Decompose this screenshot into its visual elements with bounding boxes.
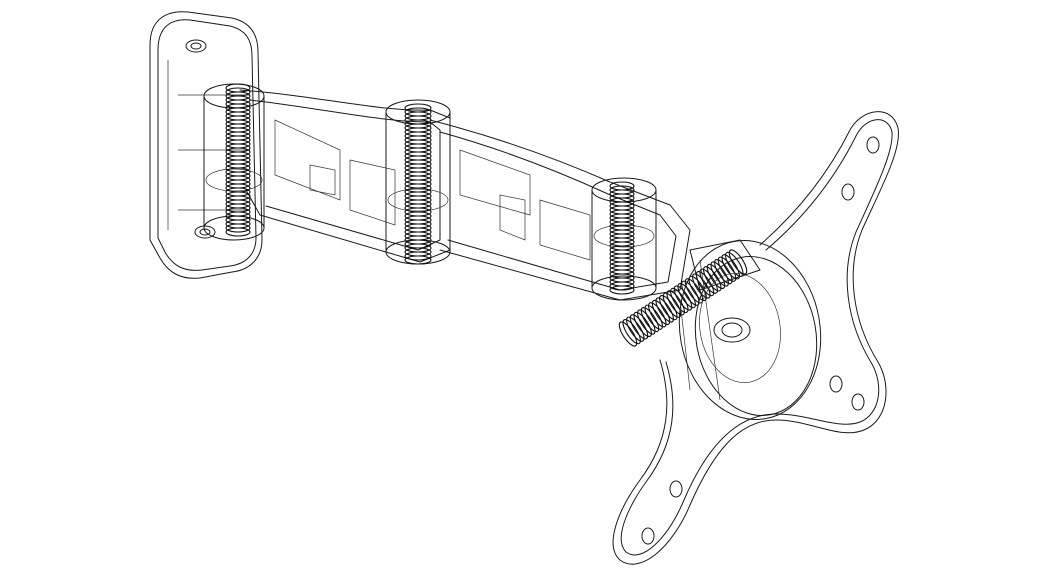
- spring-turn: [404, 251, 432, 261]
- spring-turn: [637, 309, 656, 335]
- spring-turn: [626, 316, 645, 342]
- spring-turn: [225, 223, 251, 233]
- spring-turn: [728, 249, 748, 275]
- spring-turn: [622, 318, 641, 345]
- spring-turn: [721, 254, 740, 280]
- spring-turn: [659, 294, 678, 321]
- spring-turn: [648, 302, 667, 328]
- spring-turn: [677, 282, 696, 309]
- spring-turn: [618, 321, 638, 347]
- spring-turn: [706, 263, 726, 290]
- spring-coil-1: [225, 83, 251, 237]
- spring-turn: [695, 270, 715, 297]
- spring-turn: [655, 297, 674, 323]
- spring-turn: [640, 306, 660, 333]
- spring-turn: [609, 281, 635, 291]
- spring-turn: [404, 255, 432, 265]
- front-arm: [429, 119, 691, 301]
- spring-turn: [629, 314, 649, 340]
- spring-turn: [644, 304, 663, 330]
- spring-turn: [225, 227, 251, 237]
- spring-turn: [714, 258, 733, 285]
- wall-plate: [149, 11, 263, 279]
- vesa-plate: [612, 111, 899, 565]
- spring-turn: [684, 278, 704, 304]
- spring-turn: [673, 285, 693, 311]
- spring-coil-2: [404, 103, 432, 265]
- tilt-hub: [678, 239, 822, 420]
- spring-turn: [710, 261, 729, 287]
- spring-turn: [717, 256, 737, 282]
- spring-turn: [670, 287, 689, 314]
- spring-turn: [633, 311, 652, 338]
- spring-turn: [692, 273, 711, 299]
- spring-coil-tilt: [618, 249, 748, 347]
- spring-coil-3: [609, 181, 635, 295]
- spring-turn: [609, 285, 635, 295]
- spring-turn: [651, 299, 671, 326]
